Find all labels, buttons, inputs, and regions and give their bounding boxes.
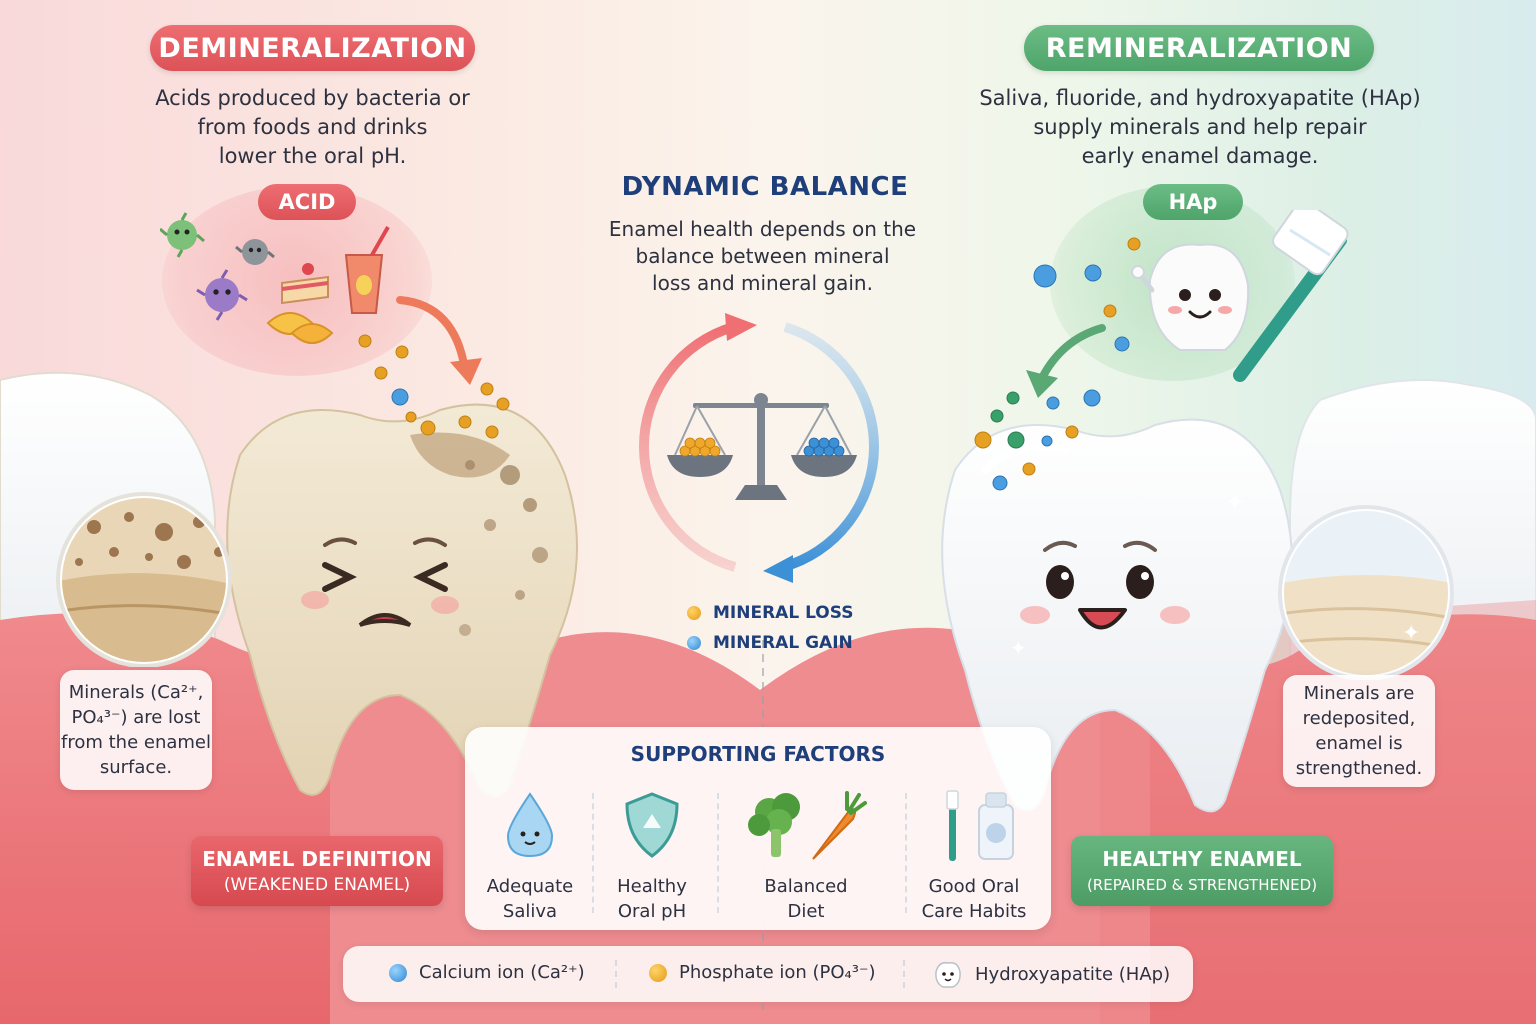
vegetables-icon — [748, 791, 867, 860]
shield-icon — [625, 791, 679, 858]
demineralization-description: Acids produced by bacteria or from foods… — [155, 86, 470, 168]
legend-hydroxyapatite: Hydroxyapatite (HAp) — [931, 958, 1170, 990]
enamel-repair-magnifier: ✦ — [1278, 505, 1454, 680]
legend-divider — [615, 960, 617, 988]
mineral-loss-arrow — [396, 296, 482, 385]
water-drop-icon — [506, 791, 554, 857]
demineralization-title: DEMINERALIZATION — [150, 25, 475, 71]
legend-mineral-loss: MINERAL LOSS — [687, 603, 853, 623]
legend-mineral-gain: MINERAL GAIN — [687, 633, 853, 653]
mineral-loss-callout: Minerals (Ca²⁺, PO₄³⁻) are lost from the… — [60, 670, 212, 790]
supporting-factors-title: SUPPORTING FACTORS — [630, 742, 886, 766]
factor-divider — [592, 793, 594, 913]
hydroxyapatite-icon — [935, 961, 961, 988]
calcium-ion-icon — [389, 963, 407, 982]
toothbrush-mouthwash-icon — [946, 790, 1014, 861]
mineral-loss-dot-icon — [687, 606, 701, 620]
factor-divider — [905, 793, 907, 913]
factor-divider — [717, 793, 719, 913]
svg-text:✦: ✦ — [1225, 488, 1245, 516]
legend-phosphate-ion: Phosphate ion (PO₄³⁻) — [649, 962, 876, 983]
mineral-gain-dot-icon — [687, 636, 701, 650]
acid-label: ACID — [258, 184, 356, 220]
mineral-gain-arrow — [1026, 324, 1106, 398]
enamel-lesion-magnifier — [56, 492, 232, 667]
dynamic-balance-description: Enamel health depends on the balance bet… — [608, 217, 917, 295]
remineralization-title: REMINERALIZATION — [1024, 25, 1374, 71]
healthy-enamel-banner: HEALTHY ENAMEL (REPAIRED & STRENGTHENED) — [1071, 836, 1333, 906]
svg-text:✦: ✦ — [1010, 636, 1027, 660]
hap-mascot-toothbrush-icon — [1131, 210, 1349, 382]
dynamic-balance-title: DYNAMIC BALANCE — [621, 172, 909, 202]
phosphate-ion-icon — [649, 963, 667, 982]
svg-text:✦: ✦ — [1402, 621, 1420, 646]
mineral-gain-callout: Minerals are redeposited, enamel is stre… — [1283, 675, 1435, 787]
ion-legend: Calcium ion (Ca²⁺) Phosphate ion (PO₄³⁻)… — [343, 946, 1193, 1002]
legend-calcium-ion: Calcium ion (Ca²⁺) — [389, 962, 585, 983]
remineralization-description: Saliva, fluoride, and hydroxyapatite (HA… — [979, 86, 1421, 168]
damaged-tooth — [226, 403, 578, 798]
hap-label: HAp — [1143, 184, 1243, 220]
acid-sources-icon — [160, 212, 390, 344]
weakened-enamel-banner: ENAMEL DEFINITION (WEAKENED ENAMEL) — [191, 836, 443, 906]
legend-divider — [903, 960, 905, 988]
balance-cycle-diagram — [639, 313, 879, 583]
